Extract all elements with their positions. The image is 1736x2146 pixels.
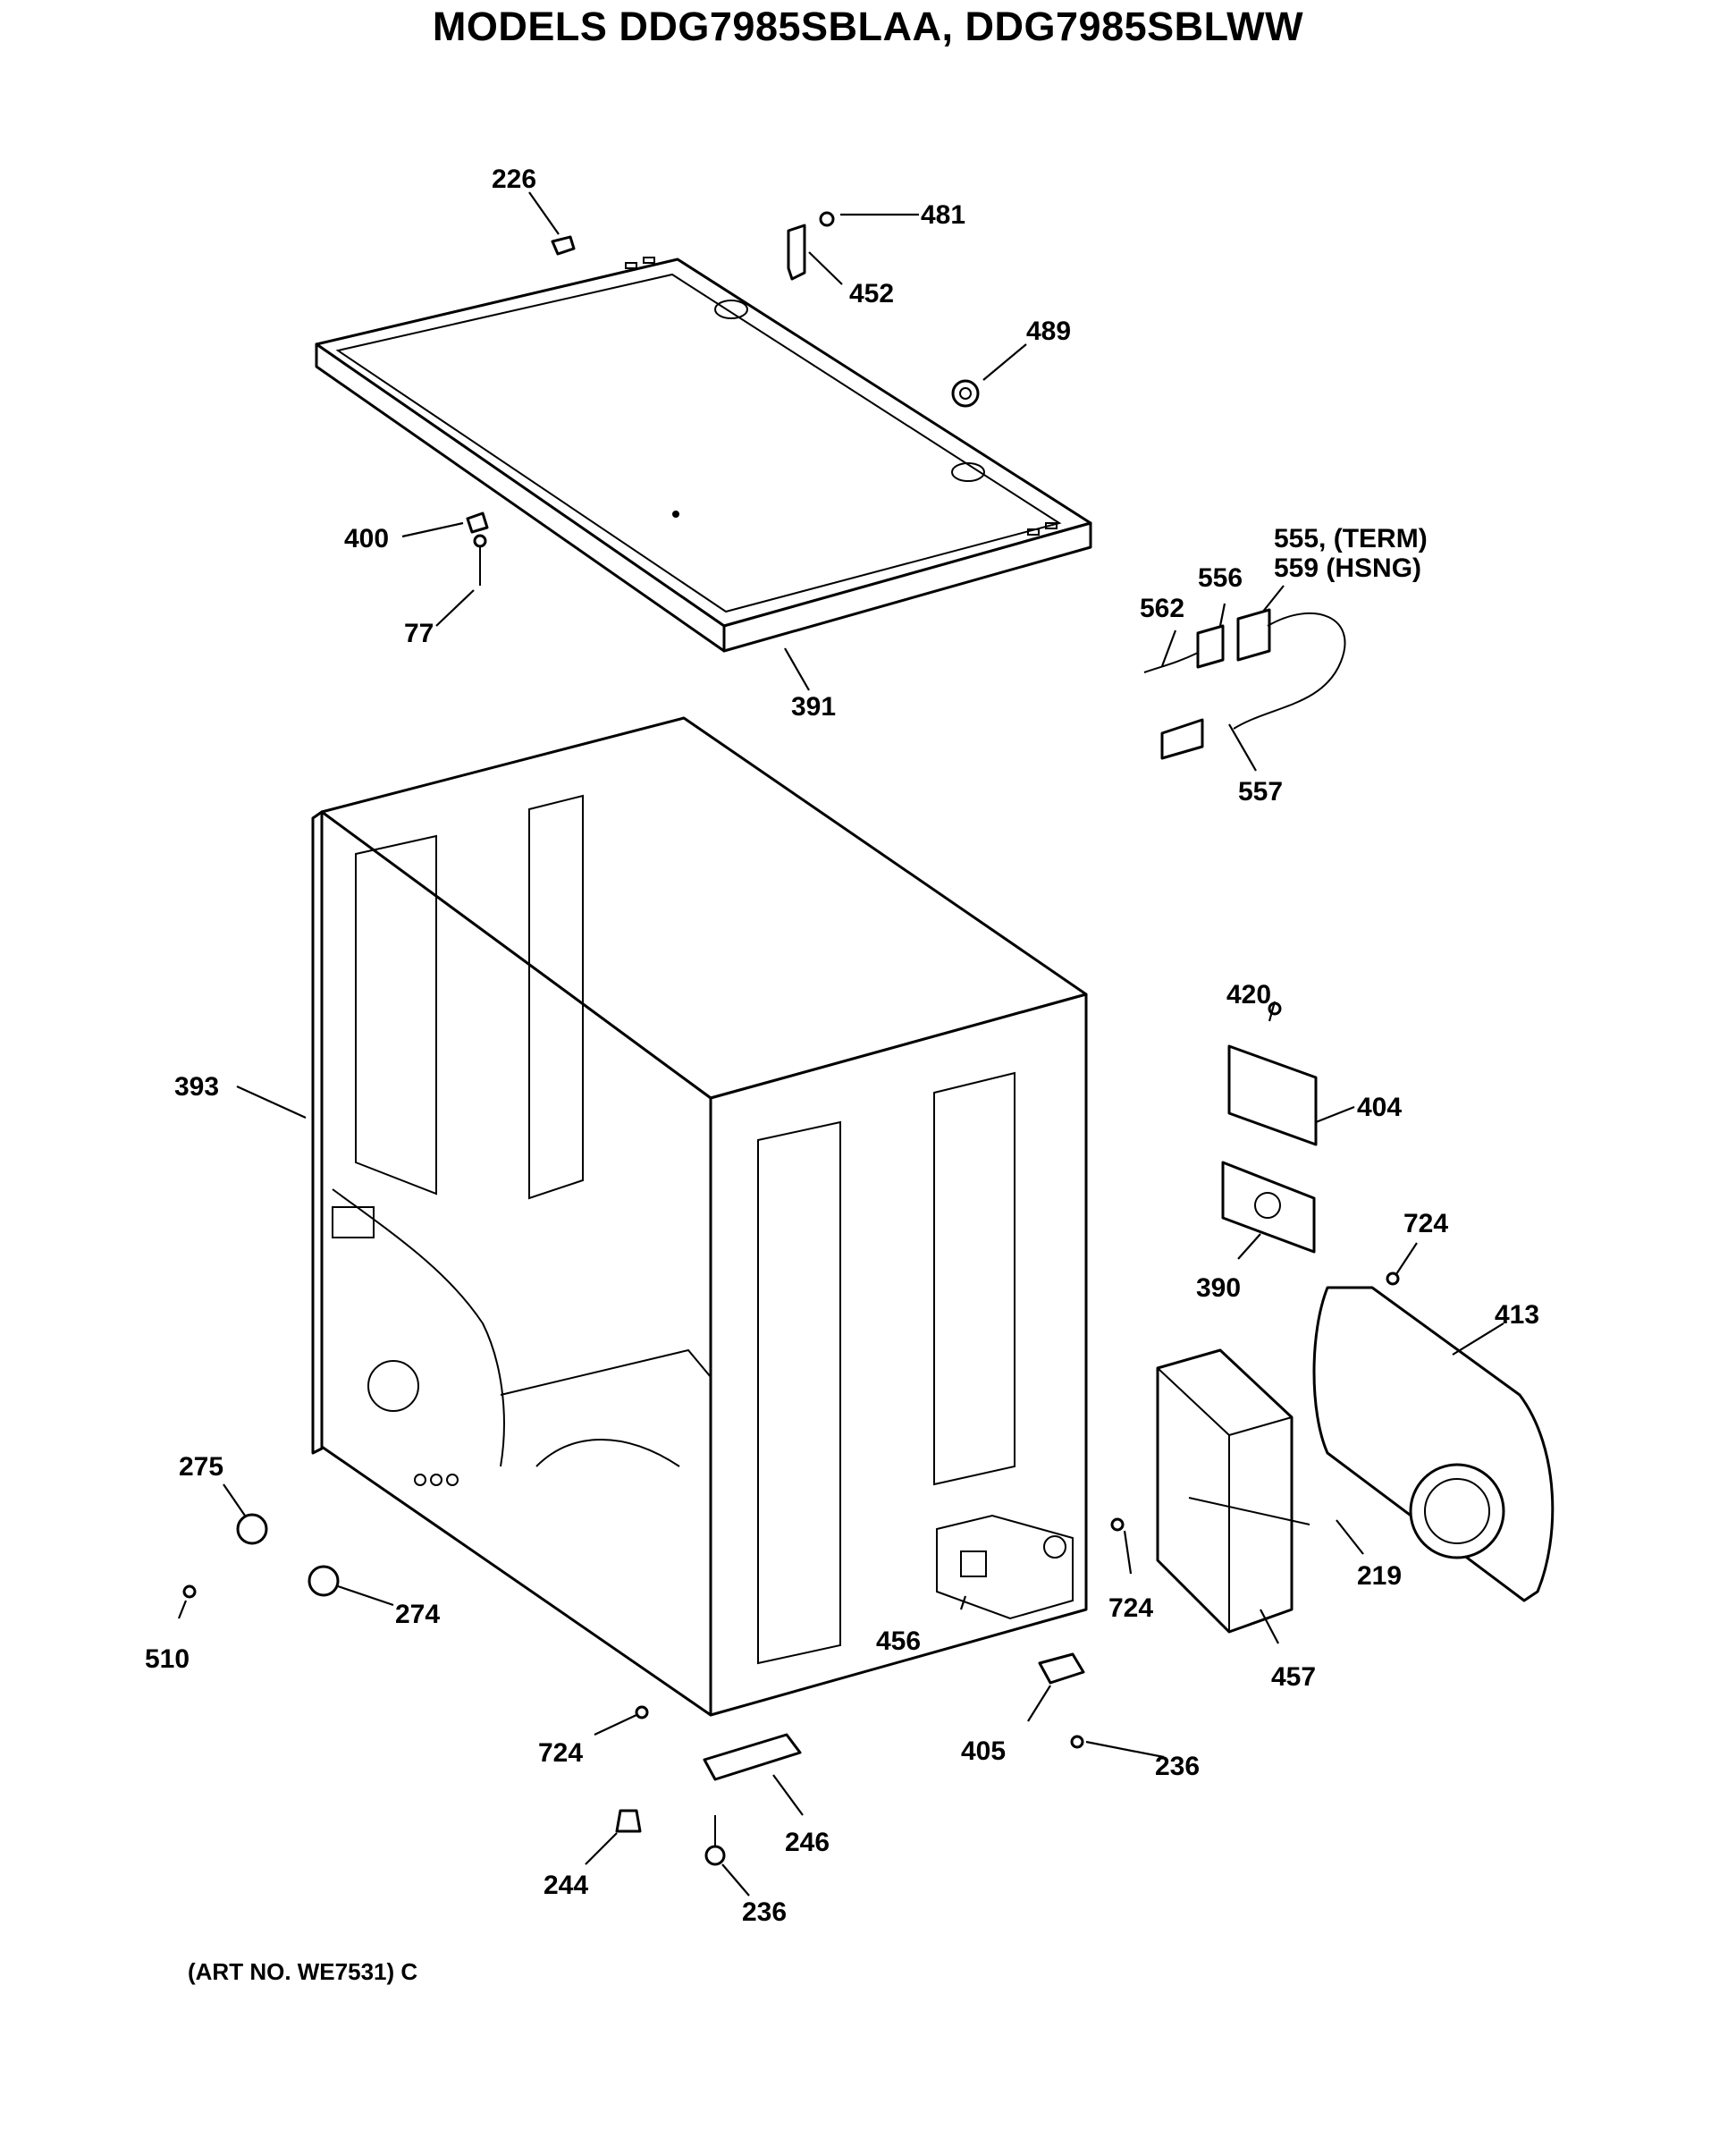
callout-724-upper: 724 [1403,1209,1448,1238]
callout-405: 405 [961,1736,1006,1766]
callout-246: 246 [785,1828,830,1857]
small-parts-drawing [182,211,1400,1866]
callout-420: 420 [1226,980,1271,1010]
callout-400: 400 [344,524,389,553]
callout-219: 219 [1357,1561,1402,1591]
callout-510: 510 [145,1644,190,1674]
callout-393: 393 [174,1072,219,1102]
cabinet-drawing [311,716,1088,1717]
callout-452: 452 [849,279,894,308]
top-panel-drawing [315,257,1092,653]
callout-274: 274 [395,1600,440,1629]
callout-557: 557 [1238,777,1283,807]
callout-391: 391 [791,692,836,722]
callout-562: 562 [1140,594,1184,623]
callout-236-bottom: 236 [742,1897,787,1927]
callout-457: 457 [1271,1662,1316,1692]
leader-lines [177,191,1504,1897]
callout-724-lower: 724 [538,1738,583,1768]
art-number: (ART NO. WE7531) C [188,1958,418,1985]
callout-244: 244 [544,1871,588,1900]
callout-489: 489 [1026,317,1071,346]
callout-481: 481 [921,200,965,230]
callout-77: 77 [404,619,434,648]
housing-box-drawing [1156,1348,1310,1634]
callout-555-term: 555, (TERM) [1274,524,1428,553]
page-title: MODELS DDG7985SBLAA, DDG7985SBLWW [432,4,1304,49]
callout-236-right: 236 [1155,1752,1200,1781]
callout-456: 456 [876,1626,921,1656]
callout-390: 390 [1196,1273,1241,1303]
callout-226: 226 [492,165,536,194]
rear-panel-drawing [1312,1286,1555,1602]
callout-404: 404 [1357,1093,1402,1122]
callout-724-mid: 724 [1108,1593,1153,1623]
callout-559-hsng: 559 (HSNG) [1274,553,1421,583]
callout-556: 556 [1198,563,1243,593]
plates-drawing [1221,1044,1318,1254]
callout-413: 413 [1495,1300,1539,1330]
callout-275: 275 [179,1452,223,1482]
callout-labels: 226 481 452 489 400 77 391 555, (TERM) 5… [145,165,1539,1927]
power-cord-drawing [1143,608,1346,760]
